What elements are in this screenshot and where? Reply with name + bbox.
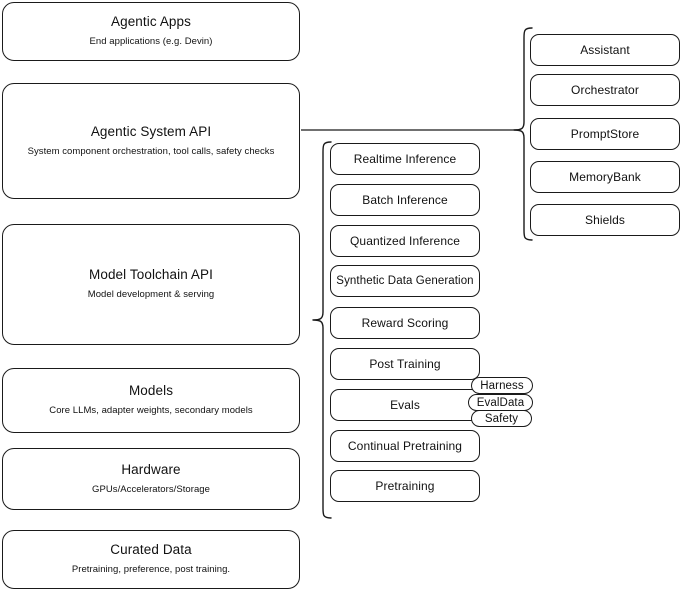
toolchain-item-post-training[interactable]: Post Training	[330, 348, 480, 380]
system-item-assistant[interactable]: Assistant	[530, 34, 680, 66]
pill-label: Harness	[480, 379, 524, 392]
stack-box-title: Agentic System API	[90, 123, 212, 139]
toolchain-item-evals[interactable]: Evals	[330, 389, 480, 421]
leaf-label: Synthetic Data Generation	[336, 275, 474, 287]
stack-box-title: Model Toolchain API	[89, 267, 213, 283]
leaf-label: Orchestrator	[571, 83, 639, 97]
eval-badge-harness[interactable]: Harness	[471, 377, 533, 394]
stack-box-agentic-apps[interactable]: Agentic Apps End applications (e.g. Devi…	[2, 2, 300, 61]
system-item-memorybank[interactable]: MemoryBank	[530, 161, 680, 193]
stack-box-hardware[interactable]: Hardware GPUs/Accelerators/Storage	[2, 448, 300, 510]
stack-box-model-toolchain-api[interactable]: Model Toolchain API Model development & …	[2, 224, 300, 345]
leaf-label: Evals	[390, 398, 420, 412]
eval-badge-evaldata[interactable]: EvalData	[468, 394, 533, 411]
leaf-label: Pretraining	[375, 479, 435, 493]
leaf-label: Shields	[584, 213, 626, 227]
stack-box-title: Agentic Apps	[110, 14, 191, 30]
toolchain-item-batch-inference[interactable]: Batch Inference	[330, 184, 480, 216]
toolchain-item-continual-pretraining[interactable]: Continual Pretraining	[330, 430, 480, 462]
stack-box-models[interactable]: Models Core LLMs, adapter weights, secon…	[2, 368, 300, 433]
stack-box-subtitle: Core LLMs, adapter weights, secondary mo…	[49, 405, 253, 417]
stack-box-subtitle: Pretraining, preference, post training.	[71, 564, 231, 576]
toolchain-item-pretraining[interactable]: Pretraining	[330, 470, 480, 502]
leaf-label: Continual Pretraining	[347, 439, 463, 453]
stack-box-subtitle: End applications (e.g. Devin)	[89, 36, 213, 48]
eval-badge-safety[interactable]: Safety	[471, 410, 532, 427]
pill-label: EvalData	[476, 396, 525, 409]
stack-box-title: Hardware	[121, 461, 181, 477]
connector-line-system-api	[301, 124, 517, 136]
leaf-label: Assistant	[580, 43, 630, 57]
toolchain-item-realtime-inference[interactable]: Realtime Inference	[330, 143, 480, 175]
pill-label: Safety	[484, 412, 519, 425]
leaf-label: Post Training	[369, 357, 441, 371]
stack-box-subtitle: GPUs/Accelerators/Storage	[92, 483, 210, 495]
stack-box-agentic-system-api[interactable]: Agentic System API System component orch…	[2, 83, 300, 199]
stack-box-title: Models	[128, 383, 174, 399]
leaf-label: Quantized Inference	[350, 234, 460, 248]
stack-box-title: Curated Data	[110, 542, 192, 558]
toolchain-item-reward-scoring[interactable]: Reward Scoring	[330, 307, 480, 339]
leaf-label: Batch Inference	[362, 193, 448, 207]
leaf-label: MemoryBank	[569, 170, 641, 184]
stack-box-subtitle: System component orchestration, tool cal…	[27, 145, 275, 157]
leaf-label: Realtime Inference	[353, 152, 457, 166]
system-item-shields[interactable]: Shields	[530, 204, 680, 236]
leaf-label: Reward Scoring	[361, 316, 449, 330]
toolchain-item-quantized-inference[interactable]: Quantized Inference	[330, 225, 480, 257]
leaf-label: PromptStore	[570, 127, 640, 141]
system-item-orchestrator[interactable]: Orchestrator	[530, 74, 680, 106]
stack-box-subtitle: Model development & serving	[87, 289, 215, 301]
system-item-promptstore[interactable]: PromptStore	[530, 118, 680, 150]
stack-box-curated-data[interactable]: Curated Data Pretraining, preference, po…	[2, 530, 300, 589]
toolchain-item-synthetic-data-generation[interactable]: Synthetic Data Generation	[330, 265, 480, 297]
